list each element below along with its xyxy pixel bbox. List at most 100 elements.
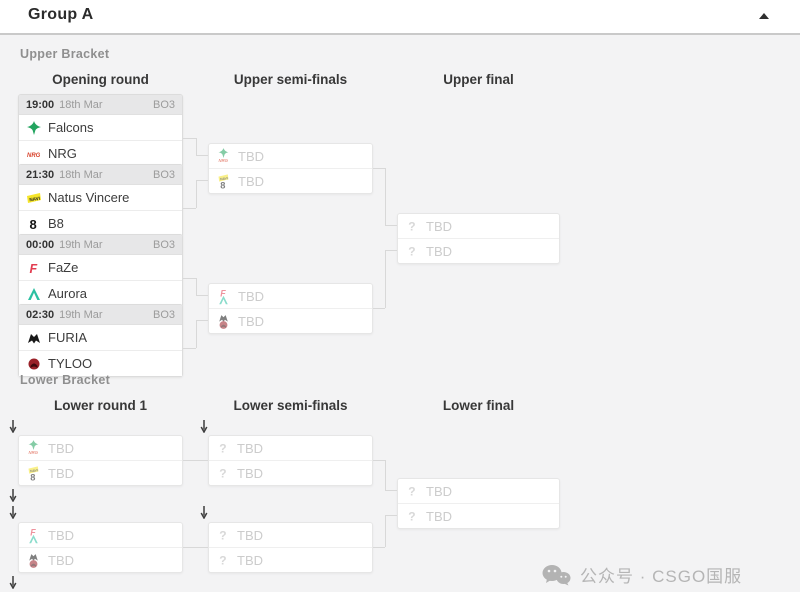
match-header: 00:00 19th Mar BO3 bbox=[19, 235, 182, 254]
drop-down-arrow-icon bbox=[199, 419, 209, 433]
watermark-text: 公众号 · CSGO国服 bbox=[580, 567, 743, 586]
bracket-connector bbox=[196, 320, 208, 321]
b8-logo-icon bbox=[26, 216, 41, 231]
aurora-logo-icon bbox=[26, 287, 41, 301]
group-header: Group A bbox=[0, 0, 800, 35]
team-row-tyloo[interactable]: TYLOO bbox=[19, 350, 182, 376]
column-header-lower-semi-finals: Lower semi-finals bbox=[233, 398, 348, 413]
question-mark-icon bbox=[216, 553, 230, 568]
team-name: FaZe bbox=[48, 260, 79, 275]
match-card-furia-tyloo[interactable]: 02:30 19th Mar BO3 FURIA TYLOO bbox=[18, 304, 183, 377]
drop-down-arrow-icon bbox=[8, 575, 18, 589]
slot-row: TBD bbox=[19, 547, 182, 572]
match-time: 19:00 bbox=[26, 98, 55, 111]
tbd-label: TBD bbox=[426, 218, 452, 234]
upper-semi-final-1[interactable]: TBD TBD bbox=[208, 143, 373, 194]
lower-final[interactable]: TBD TBD bbox=[397, 478, 560, 529]
bracket-connector bbox=[196, 278, 197, 296]
falcons-nrg-possible-icons bbox=[216, 147, 231, 165]
bracket-connector bbox=[385, 250, 386, 308]
team-row-navi[interactable]: Natus Vincere bbox=[19, 184, 182, 210]
match-date: 18th Mar bbox=[59, 98, 103, 111]
slot-row: TBD bbox=[398, 238, 559, 263]
bracket-connector bbox=[196, 138, 197, 156]
match-format-badge: BO3 bbox=[152, 238, 175, 251]
tbd-label: TBD bbox=[237, 527, 263, 543]
drop-down-arrow-icon bbox=[8, 419, 18, 433]
tbd-label: TBD bbox=[237, 465, 263, 481]
nrg-logo-icon bbox=[26, 147, 41, 161]
group-title: Group A bbox=[28, 6, 94, 23]
bracket-connector bbox=[373, 547, 385, 548]
slot-row: TBD bbox=[209, 308, 372, 333]
team-row-nrg[interactable]: NRG bbox=[19, 140, 182, 166]
slot-row: TBD bbox=[209, 168, 372, 193]
question-mark-icon bbox=[216, 528, 230, 543]
slot-row: TBD bbox=[209, 523, 372, 547]
tbd-label: TBD bbox=[48, 440, 74, 456]
tbd-label: TBD bbox=[238, 313, 264, 329]
slot-row: TBD bbox=[209, 460, 372, 485]
team-name: Natus Vincere bbox=[48, 190, 130, 205]
tbd-label: TBD bbox=[238, 148, 264, 164]
drop-down-arrow-icon bbox=[199, 505, 209, 519]
match-time: 21:30 bbox=[26, 168, 55, 181]
collapse-caret-icon[interactable] bbox=[758, 12, 770, 20]
navi-b8-possible-icons bbox=[26, 465, 41, 482]
slot-row: TBD bbox=[209, 144, 372, 168]
team-name: NRG bbox=[48, 146, 77, 161]
tbd-label: TBD bbox=[426, 483, 452, 499]
match-header: 02:30 19th Mar BO3 bbox=[19, 305, 182, 324]
tbd-label: TBD bbox=[237, 440, 263, 456]
tbd-label: TBD bbox=[426, 508, 452, 524]
tbd-label: TBD bbox=[238, 288, 264, 304]
tyloo-logo-icon bbox=[26, 357, 41, 371]
match-card-navi-b8[interactable]: 21:30 18th Mar BO3 Natus Vincere B8 bbox=[18, 164, 183, 237]
column-header-lower-round-1: Lower round 1 bbox=[53, 398, 147, 413]
bracket-connector bbox=[196, 180, 197, 208]
wechat-icon bbox=[541, 563, 571, 587]
upper-bracket-label: Upper Bracket bbox=[20, 47, 110, 61]
team-row-aurora[interactable]: Aurora bbox=[19, 280, 182, 306]
upper-semi-final-2[interactable]: TBD TBD bbox=[208, 283, 373, 334]
lower-round1-match-1[interactable]: TBD TBD bbox=[18, 435, 183, 486]
bracket-connector bbox=[373, 460, 385, 461]
lower-semi-final-1[interactable]: TBD TBD bbox=[208, 435, 373, 486]
team-row-b8[interactable]: B8 bbox=[19, 210, 182, 236]
tbd-label: TBD bbox=[48, 465, 74, 481]
watermark: 公众号 · CSGO国服 bbox=[541, 562, 742, 587]
bracket-connector bbox=[385, 515, 386, 547]
upper-final[interactable]: TBD TBD bbox=[397, 213, 560, 264]
lower-round1-match-2[interactable]: TBD TBD bbox=[18, 522, 183, 573]
match-time: 00:00 bbox=[26, 238, 55, 251]
match-date: 18th Mar bbox=[59, 168, 103, 181]
tbd-label: TBD bbox=[48, 527, 74, 543]
slot-row: TBD bbox=[19, 523, 182, 547]
question-mark-icon bbox=[405, 219, 419, 234]
bracket-connector bbox=[183, 278, 196, 279]
lower-semi-final-2[interactable]: TBD TBD bbox=[208, 522, 373, 573]
match-date: 19th Mar bbox=[59, 308, 103, 321]
bracket-connector bbox=[183, 208, 196, 209]
bracket-connector bbox=[385, 460, 386, 490]
bracket-connector bbox=[373, 308, 385, 309]
match-card-falcons-nrg[interactable]: 19:00 18th Mar BO3 Falcons NRG bbox=[18, 94, 183, 167]
slot-row: TBD bbox=[209, 284, 372, 308]
drop-down-arrow-icon bbox=[8, 505, 18, 519]
team-name: Falcons bbox=[48, 120, 94, 135]
bracket-connector bbox=[385, 490, 397, 491]
match-format-badge: BO3 bbox=[152, 98, 175, 111]
bracket-connector bbox=[385, 225, 397, 226]
team-row-furia[interactable]: FURIA bbox=[19, 324, 182, 350]
team-row-faze[interactable]: FaZe bbox=[19, 254, 182, 280]
slot-row: TBD bbox=[209, 547, 372, 572]
bracket-connector bbox=[196, 295, 208, 296]
bracket-connector bbox=[183, 348, 196, 349]
column-header-upper-final: Upper final bbox=[443, 72, 514, 87]
slot-row: TBD bbox=[19, 436, 182, 460]
navi-logo-icon bbox=[26, 191, 41, 205]
match-card-faze-aurora[interactable]: 00:00 19th Mar BO3 FaZe Aurora bbox=[18, 234, 183, 307]
tbd-label: TBD bbox=[237, 552, 263, 568]
team-row-falcons[interactable]: Falcons bbox=[19, 114, 182, 140]
